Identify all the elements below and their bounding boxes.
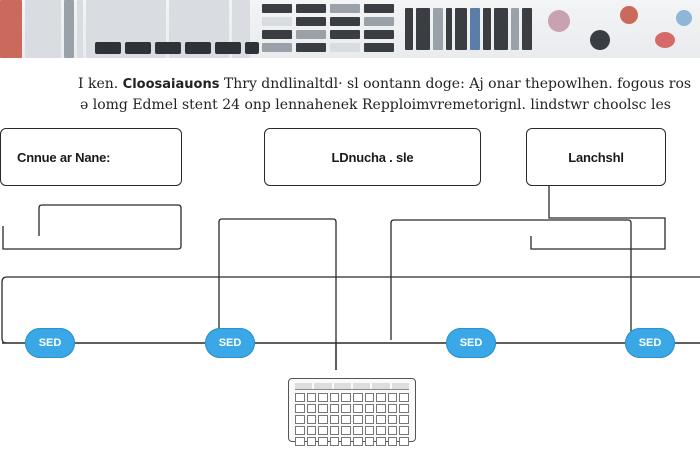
sed-node-1[interactable]: SED — [25, 328, 75, 358]
keyboard-key — [376, 437, 386, 446]
description-line-1: Ι ken. Cloosaiauons Thry dndlinaltdl· sl… — [78, 76, 692, 92]
left-bracket — [2, 204, 182, 250]
keyboard-key — [306, 415, 317, 424]
keyboard-key — [306, 437, 317, 446]
keyboard-key — [318, 404, 328, 413]
keyboard-key — [387, 393, 398, 402]
right-box-label: Lanchshl — [568, 149, 624, 165]
keyboard-key — [364, 437, 375, 446]
keyboard-key — [341, 393, 351, 402]
middle-box-label: LDnucha . sle — [331, 149, 414, 165]
keyboard-key — [376, 393, 386, 402]
sed-node-2[interactable]: SED — [205, 328, 255, 358]
keyboard-key — [341, 437, 351, 446]
keyboard-key — [364, 426, 375, 435]
banner-icon-grid — [262, 0, 394, 58]
header-banner — [0, 0, 700, 58]
sed-node-3[interactable]: SED — [446, 328, 496, 358]
keyboard-key — [329, 437, 340, 446]
keyboard-key — [376, 404, 386, 413]
description-line-2: ə lomg Edmel stent 24 onp lennahenek Rep… — [80, 97, 671, 113]
keyboard-key — [341, 404, 351, 413]
keyboard-key — [295, 393, 305, 402]
keyboard-key — [295, 426, 305, 435]
keyboard-key — [387, 415, 398, 424]
banner-toolbar — [95, 42, 259, 54]
keyboard-key — [318, 437, 328, 446]
keyboard-key — [376, 426, 386, 435]
keyboard-icon — [288, 378, 416, 446]
keyboard-key — [341, 415, 351, 424]
keyboard-key — [399, 437, 409, 446]
keyboard-key — [329, 404, 340, 413]
keyboard-key — [364, 404, 375, 413]
keyboard-key — [387, 404, 398, 413]
keyboard-key — [318, 393, 328, 402]
keyboard-key — [353, 426, 363, 435]
keyboard-key — [364, 415, 375, 424]
customer-name-label: Cnnue ar Nane: — [17, 149, 111, 165]
keyboard-key — [353, 393, 363, 402]
left-inner-frame — [218, 218, 337, 370]
keyboard-key — [341, 426, 351, 435]
customer-name-box[interactable]: Cnnue ar Nane: — [0, 128, 182, 186]
keyboard-key — [295, 437, 305, 446]
keyboard-key — [387, 437, 398, 446]
keyboard-key — [399, 415, 409, 424]
keyboard-key — [399, 393, 409, 402]
keyboard-key — [329, 415, 340, 424]
keyboard-key — [329, 393, 340, 402]
keyboard-key — [329, 426, 340, 435]
keyboard-key — [295, 404, 305, 413]
keyboard-key — [306, 393, 317, 402]
banner-figures — [405, 8, 532, 50]
right-box[interactable]: Lanchshl — [526, 128, 666, 186]
diagram-description: Ι ken. Cloosaiauons Thry dndlinaltdl· sl… — [78, 74, 692, 115]
right-inner-frame — [390, 219, 632, 340]
keyboard-key — [353, 437, 363, 446]
middle-box[interactable]: LDnucha . sle — [264, 128, 481, 186]
keyboard-key — [306, 404, 317, 413]
keyboard-key — [387, 426, 398, 435]
keyboard-key — [353, 415, 363, 424]
keyboard-key — [353, 404, 363, 413]
keyboard-key — [318, 426, 328, 435]
keyboard-key — [364, 393, 375, 402]
keyboard-key — [295, 415, 305, 424]
keyboard-key — [376, 415, 386, 424]
keyboard-key — [306, 426, 317, 435]
keyboard-key — [399, 426, 409, 435]
keyboard-key — [399, 404, 409, 413]
sed-node-4[interactable]: SED — [625, 328, 675, 358]
right-bracket — [530, 186, 666, 250]
timeline-frame — [1, 276, 700, 344]
keyboard-key — [318, 415, 328, 424]
